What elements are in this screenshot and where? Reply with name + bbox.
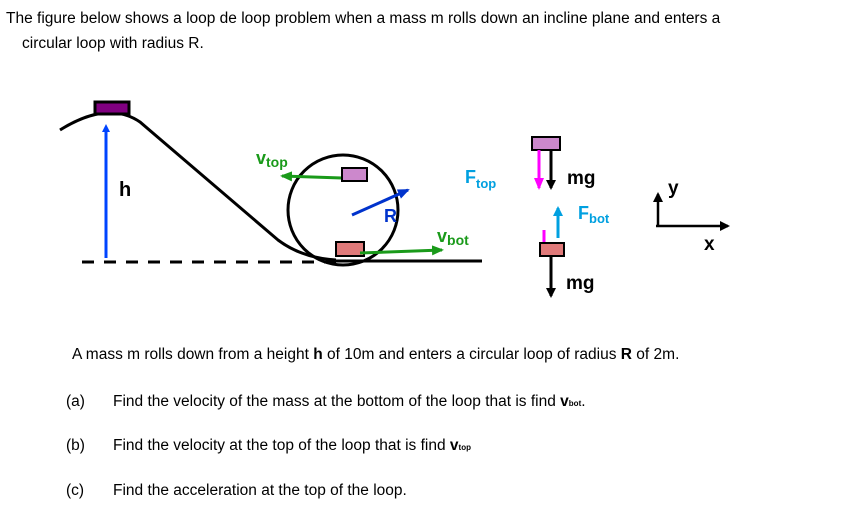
question-b: (b)Find the velocity at the top of the l… (66, 437, 471, 454)
circular-loop (286, 153, 400, 267)
height-label: h (119, 179, 131, 201)
intro-paragraph: The figure below shows a loop de loop pr… (6, 6, 846, 56)
f-top-label: Ftop (465, 167, 496, 191)
mg-bot-label: mg (566, 273, 595, 294)
question-a: (a)Find the velocity of the mass at the … (66, 393, 586, 410)
fbd-mass-bottom (539, 242, 565, 257)
f-bot-label: Fbot (578, 203, 610, 226)
v-top-label: vtop (256, 148, 288, 170)
mass-at-bottom (335, 241, 365, 257)
mass-at-top (341, 167, 368, 182)
question-c: (c)Find the acceleration at the top of t… (66, 482, 407, 499)
v-top-arrow (280, 171, 343, 182)
v-bot-arrow (359, 245, 444, 256)
intro-line-2: circular loop with radius R. (22, 35, 204, 52)
radius-arrow (351, 188, 410, 217)
problem-statement: A mass m rolls down from a height h of 1… (72, 346, 680, 363)
mg-top-label: mg (567, 168, 596, 189)
x-axis-label: x (704, 234, 715, 255)
radius-label: R (384, 206, 397, 226)
block-top-of-hill (93, 100, 131, 116)
fbd-mass-top (531, 136, 561, 151)
intro-line-1: The figure below shows a loop de loop pr… (6, 10, 721, 27)
v-bot-label: vbot (437, 226, 469, 248)
y-axis-label: y (668, 178, 679, 199)
